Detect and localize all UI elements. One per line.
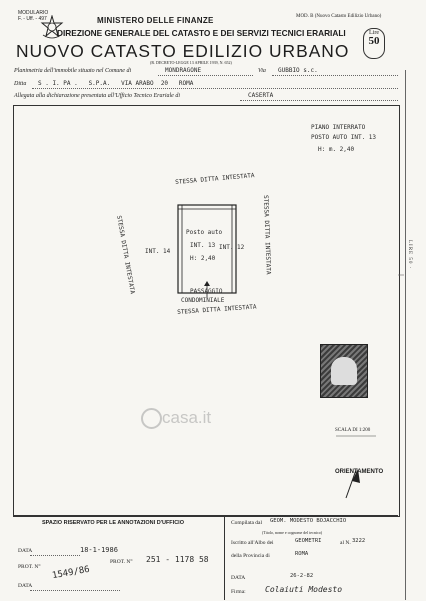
data-label-3: DATA [231,575,246,581]
passage-line2: CONDOMINIALE [181,297,225,304]
floor-plan-area [13,105,400,517]
state-emblem-icon [40,15,64,39]
entry-arrow-head [204,281,210,286]
parking-room-int: INT. 13 [190,242,216,249]
al-n-label: al N. [340,540,351,546]
allegata-value: CASERTA [248,92,274,99]
orientation-label: ORIENTAMENTO [335,469,384,475]
via-label: Via [258,68,266,74]
data-value-3: 26-2-82 [290,573,314,579]
fee-badge: Lire 50 [363,28,385,59]
parking-room-title: Posto auto [186,229,223,236]
plan-note-line3: H: m. 2,40 [318,146,355,153]
ditta-label: Ditta [14,81,27,87]
north-arrow-head [352,469,360,483]
prot-value-2: 251 - 1178 58 [146,555,209,564]
iscritto-value: GEOMETRI [295,538,322,544]
document-title: NUOVO CATASTO EDILIZIO URBANO [16,41,350,61]
modulario-label: MODULARIO F. - Uff. - 497 [18,10,49,22]
provincia-label: della Provincia di [231,553,270,559]
data-underline-1 [30,555,80,556]
data-value-1: 18-1-1986 [80,546,118,554]
direzione-line: DIREZIONE GENERALE DEL CATASTO E DEI SER… [57,28,346,38]
parking-room-height: H: 2,40 [190,255,216,262]
prot-label-2: PROT. N° [110,559,133,565]
allegata-underline [240,100,398,101]
firma-signature: Colaiuti Modesto [265,585,343,594]
data-label-1: DATA [18,548,33,554]
fee-label: Lire [369,30,379,36]
compilata-label: Compilata dal [231,520,263,526]
data-underline-2 [30,590,120,591]
ditta-value: S . I. PA . S.P.A. VIA ARABO 20 ROMA [38,80,194,87]
via-underline [272,75,398,76]
bottom-section [13,515,398,601]
revenue-stamp [320,344,368,398]
office-annotations-heading: SPAZIO RISERVATO PER LE ANNOTAZIONI D'UF… [42,520,184,526]
al-n-value: 3222 [352,538,366,544]
planimetria-label: Planimetria dell'immobile situato nel Co… [14,68,132,74]
stamp-portrait [331,357,357,385]
ditta-underline [32,88,398,89]
prot-label-1: PROT. N° [18,564,41,570]
mod-b-label: MOD. B (Nuovo Catasto Edilizio Urbano) [296,14,382,19]
margin-rule [405,70,406,600]
bottom-divider [224,515,225,600]
plan-right-int: INT. 12 [219,244,245,251]
plan-note-line2: POSTO AUTO INT. 13 [311,134,377,141]
comune-underline [158,75,253,76]
north-arrow-line [345,469,357,499]
provincia-value: ROMA [295,551,309,557]
comune-value: MONDRAGONE [165,67,202,74]
watermark-logo-icon [141,408,162,429]
watermark-text: casa.it [162,408,212,427]
ministry-name: MINISTERO DELLE FINANZE [97,16,214,25]
iscritto-label: Iscritto all'Albo dei [231,540,274,546]
side-lettering: LIRE 50 · [407,240,412,270]
compilata-value: GEOM. MODESTO BOJACCHIO [270,518,347,524]
plan-left-int: INT. 14 [145,248,171,255]
data-label-2: DATA [18,583,33,589]
fee-value: 50 [368,35,380,47]
plan-note-line1: PIANO INTERRATO [311,124,366,131]
via-value: GUBBIO s.c. [278,67,318,74]
allegata-label: Allegata alla dichiarazione presentata a… [14,93,180,99]
scale-label: SCALA DI 1:200 [335,428,371,433]
passage-line1: PASSAGGIO [190,288,223,295]
firma-label: Firma: [231,589,246,595]
decree-line: (R. DECRETO-LEGGE 13 APRILE 1939, N. 652… [150,60,232,65]
titolo-note: (Titolo, nome e cognome del tecnico) [262,530,323,535]
